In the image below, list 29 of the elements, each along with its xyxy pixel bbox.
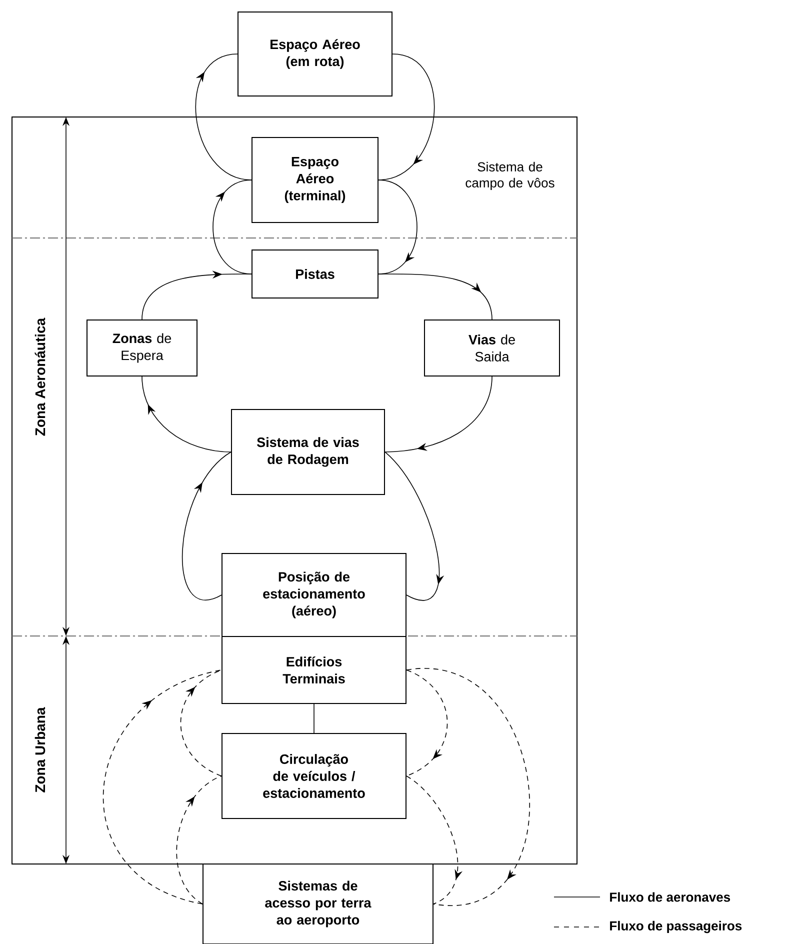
process-box: Zonas de Espera xyxy=(86,320,198,376)
arrow xyxy=(378,274,492,320)
process-box: Pistas xyxy=(252,250,378,298)
arrow xyxy=(142,376,232,452)
arrow xyxy=(406,776,462,904)
process-box: Sistemas de acesso por terra ao aeroporto xyxy=(202,864,434,944)
process-box: Circulação de veículos / estacionamento xyxy=(222,733,406,819)
arrow xyxy=(384,376,492,452)
process-box: Espaço Aéreo (em rota) xyxy=(238,12,392,96)
arrow xyxy=(182,452,232,600)
process-box: Edifícios Terminais xyxy=(222,636,406,704)
arrow xyxy=(212,180,252,274)
arrow xyxy=(406,670,448,776)
arrow xyxy=(384,452,444,601)
legend-text: Fluxo de passageiros xyxy=(610,920,742,934)
arrow xyxy=(103,670,222,904)
arrow xyxy=(142,270,252,320)
process-box: Posição de estacionamento (aéreo) xyxy=(222,553,406,637)
arrow xyxy=(176,776,222,904)
arrow xyxy=(378,180,418,274)
zone-label: Zona Aeronáutica xyxy=(34,318,46,436)
process-box: Sistema de vias de Rodagem xyxy=(231,409,385,495)
area-label: Sistema de campo de vôos xyxy=(466,162,554,190)
legend-text: Fluxo de aeronaves xyxy=(610,892,730,902)
process-box: Espaço Aéreo (terminal) xyxy=(252,137,378,223)
arrow xyxy=(406,669,530,905)
process-box: Vias de Saida xyxy=(424,320,560,376)
zone-label: Zona Urbana xyxy=(34,707,46,792)
arrow xyxy=(180,670,222,776)
